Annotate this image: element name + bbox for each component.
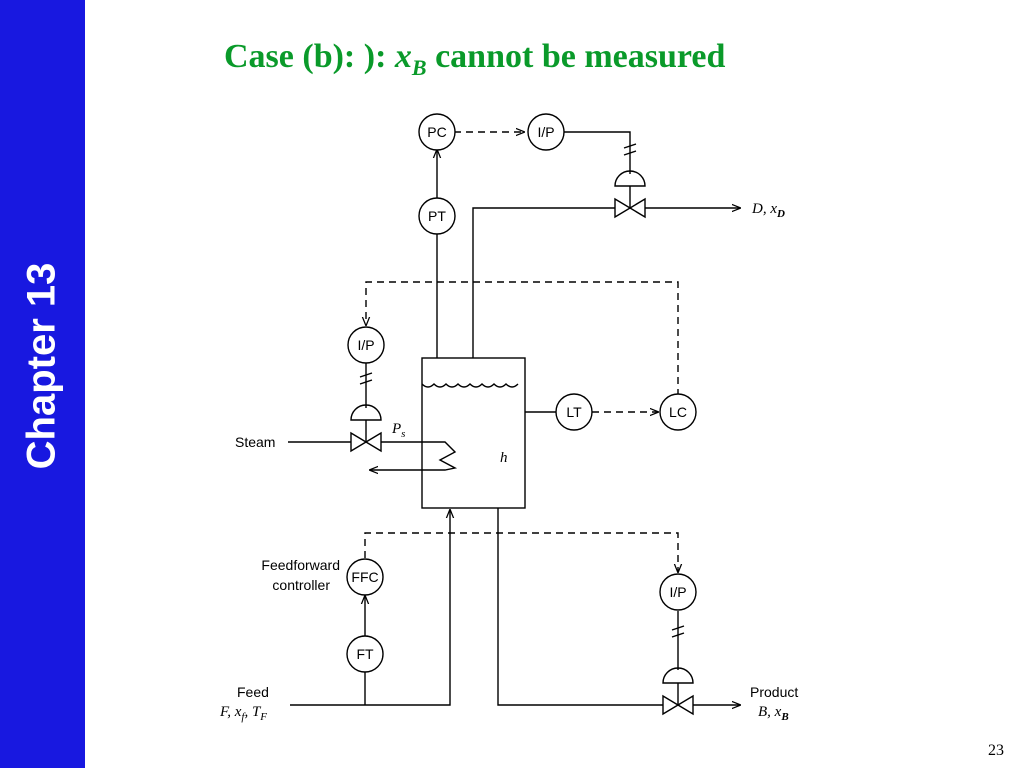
pc-label: PC [427,124,446,140]
feed-vars-label: F, xf, TF [219,704,267,723]
title-suffix: cannot be measured [426,38,726,75]
vapor-line [472,207,615,358]
top-valve-actuator [614,170,646,187]
lc-to-ip-left-signal [366,281,679,396]
level-h-label: h [500,450,508,466]
steam-valve-body [350,431,382,453]
ip-top-label: I/P [537,124,554,140]
distillate-vars-label: D, xD [751,201,785,220]
page-number: 23 [988,742,1004,759]
ffc-label: FFC [351,569,378,585]
product-vars-sub: B [780,711,788,723]
liquid-level-wave [421,383,519,388]
distillate-vars-sub: D [776,208,785,220]
feed-label: Feed [237,684,269,700]
title-var-sub: B [411,54,427,80]
product-label: Product [750,684,798,700]
ip-left-circle [347,326,385,364]
pc-circle [418,113,456,151]
top-valve-body [614,197,646,219]
ip-left-label: I/P [357,337,374,353]
ft-circle [346,635,384,673]
lc-circle [659,393,697,431]
steam-valve-actuator [350,404,382,421]
tank-vessel [421,357,526,509]
product-vars-main: B, x [758,704,782,720]
ps-sub: s [401,428,405,440]
pt-circle [418,197,456,235]
feed-vars-main: F, x [219,704,242,720]
ffc-circle [346,558,384,596]
feedforward-label-line2: controller [272,577,330,593]
feed-vars-sub2: F [259,711,267,723]
ps-main: P [391,421,401,437]
feed-vars-mid: , T [244,704,262,720]
feed-vars-sub1: f [241,711,246,723]
feedforward-label-line1: Feedforward [261,557,340,573]
lc-label: LC [669,404,687,420]
pt-label: PT [428,208,446,224]
ft-label: FT [356,646,374,662]
title-prefix: Case (b): ): [224,38,395,75]
ip-bottom-circle [659,573,697,611]
product-valve-body [662,694,694,716]
product-valve-actuator [662,667,694,684]
ip-bottom-label: I/P [669,584,686,600]
ffc-to-ip-bottom-signal [364,532,678,572]
ps-label: Ps [391,421,405,440]
lt-circle [555,393,593,431]
title-var: x [394,38,412,75]
pneumatic-hash-left [359,372,373,385]
distillate-vars-main: D, x [751,201,777,217]
sidebar: Chapter 13 [0,0,85,768]
steam-coil [370,441,458,470]
product-vars-label: B, xB [758,704,789,723]
product-line [497,508,663,706]
lt-label: LT [566,404,582,420]
ip-top-to-valve-pneumatic [564,131,631,174]
slide-title: Case (b): ): xB cannot be measured [224,38,725,81]
pneumatic-hash-bottom [671,625,685,638]
pneumatic-hash-top [623,143,637,156]
ip-top-circle [527,113,565,151]
steam-label: Steam [235,434,275,450]
feed-line [290,510,450,706]
